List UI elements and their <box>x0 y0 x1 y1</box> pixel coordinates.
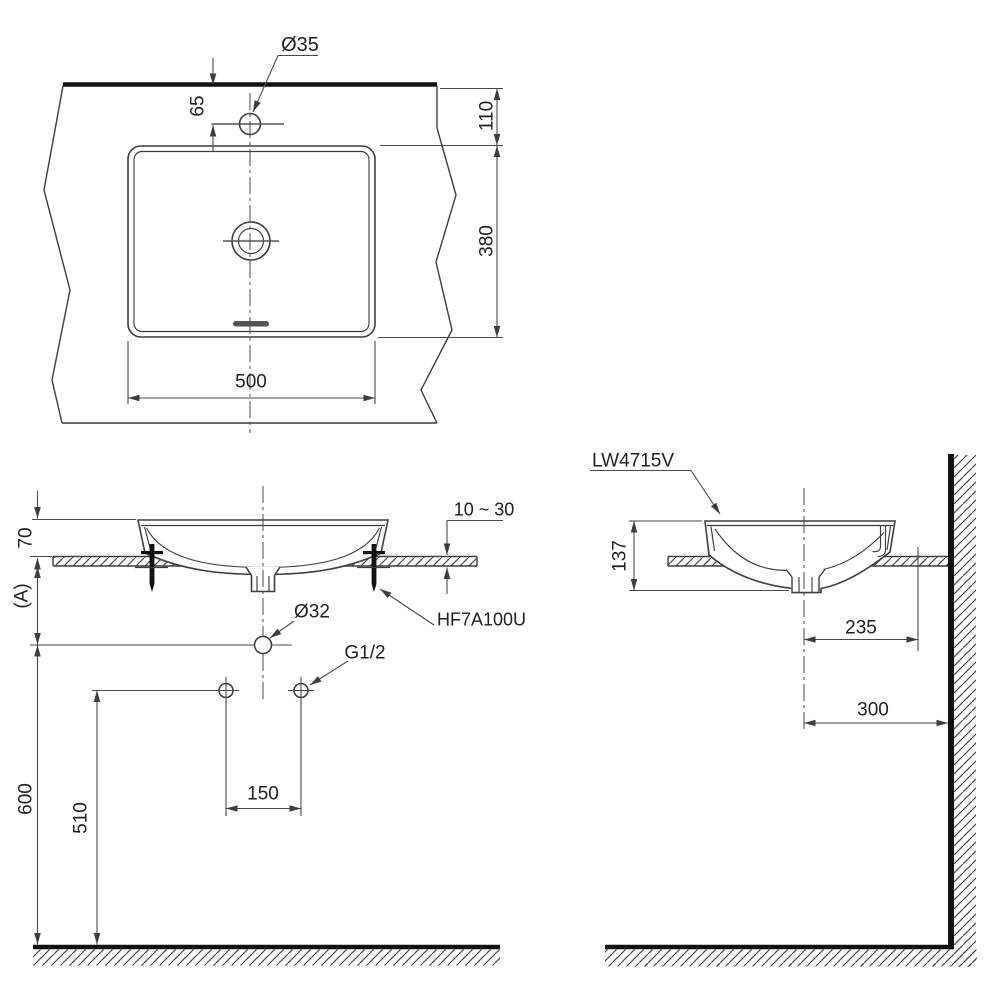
dim-basin-depth: 380 <box>477 225 498 257</box>
floor-hatch-side <box>605 949 977 967</box>
supply-hole-left <box>213 677 239 704</box>
label-supply-thread: G1/2 <box>344 643 385 664</box>
dim-drain-to-wall: 235 <box>845 618 877 639</box>
dim-supply-spacing: 150 <box>247 784 279 805</box>
dim-faucet-hole-diameter: Ø35 <box>281 34 319 56</box>
dim-faucet-hole-offset: 65 <box>188 95 209 116</box>
dim-drain-outlet-height: 600 <box>16 783 37 815</box>
dim-supply-height: 510 <box>71 802 92 834</box>
dim-basin-height: 137 <box>610 540 631 572</box>
mounting-bolt-right <box>357 544 390 592</box>
dim-center-to-wall: 300 <box>857 700 889 721</box>
overflow-channel-side <box>872 525 892 558</box>
mounting-bolt-left <box>135 544 168 592</box>
supply-hole-right <box>288 677 314 704</box>
drain-tailpiece-side <box>785 569 826 594</box>
basin-inner-rim <box>133 150 370 333</box>
wall-hatch <box>954 455 976 967</box>
overflow-slot <box>233 321 269 327</box>
dim-basin-width: 500 <box>235 372 267 393</box>
dim-back-clearance: 110 <box>477 101 498 131</box>
basin-side-inner-bowl <box>714 528 788 572</box>
label-drain-diameter: Ø32 <box>294 602 330 623</box>
front-view: 70 (A) 10 ~ 30 Ø32 HF7A100U G1/2 150 510… <box>12 486 526 966</box>
dim-counter-height-ref: (A) <box>12 583 33 608</box>
label-fixing-kit-code: HF7A100U <box>437 609 526 629</box>
plan-view: Ø35 65 110 380 500 <box>43 34 503 433</box>
front-dimensions <box>30 491 503 945</box>
side-view: LW4715V 137 235 300 <box>590 451 977 967</box>
floor-hatch-front <box>33 949 500 966</box>
label-model-code: LW4715V <box>592 451 674 472</box>
drain-pipe-hole <box>253 635 273 655</box>
dim-counter-thickness: 10 ~ 30 <box>454 499 515 519</box>
wall-section <box>948 454 954 949</box>
side-dimensions <box>590 469 948 727</box>
plan-dimensions <box>127 54 503 404</box>
dim-rim-above-counter: 70 <box>16 527 37 548</box>
